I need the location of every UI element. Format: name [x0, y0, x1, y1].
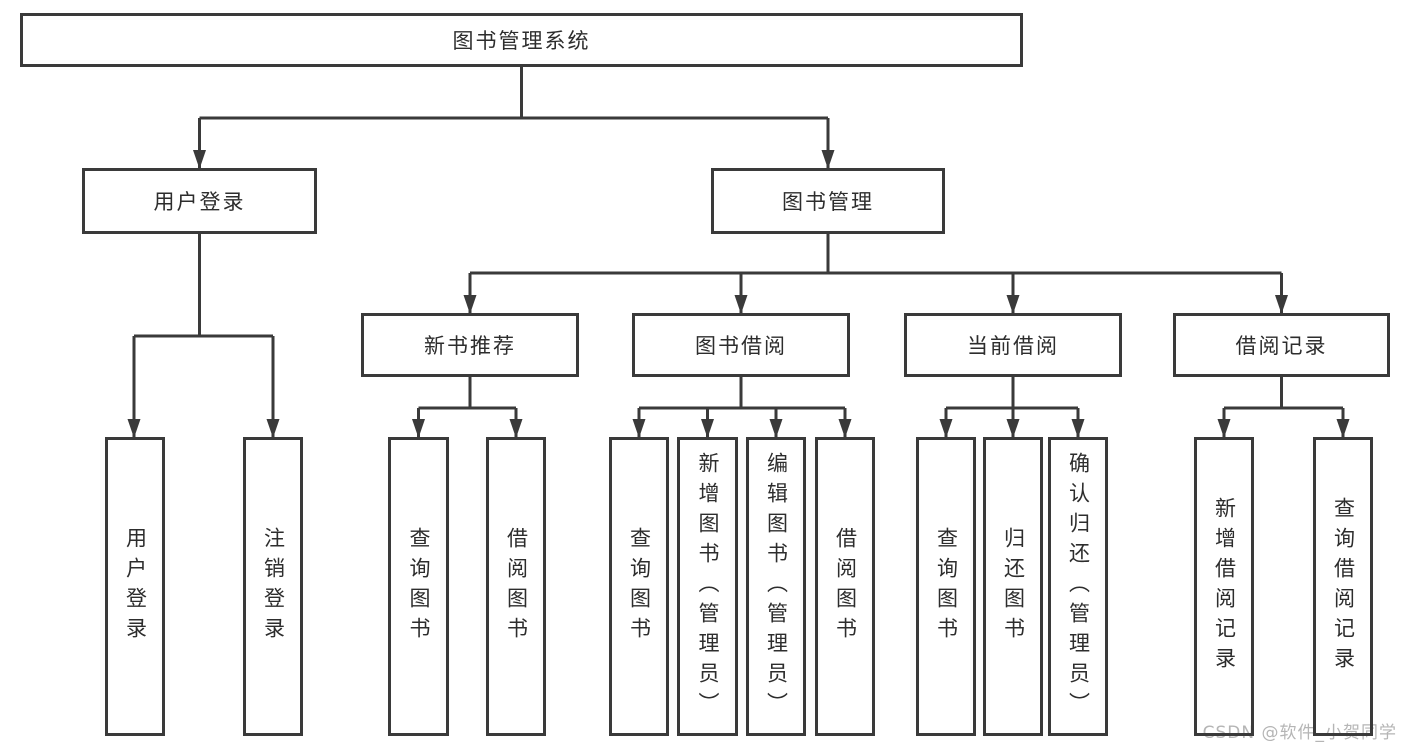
node-user-login: 用户登录	[82, 168, 317, 234]
leaf-recommend-query-books: 查询图书	[388, 437, 449, 736]
leaf-records-query-record: 查询借阅记录	[1313, 437, 1373, 736]
node-book-borrowing: 图书借阅	[632, 313, 850, 377]
leaf-label: 查询图书	[627, 526, 652, 647]
leaf-borrowing-query-books: 查询图书	[609, 437, 669, 736]
leaf-label: 借阅图书	[504, 526, 529, 647]
leaf-label: 用户登录	[123, 526, 148, 647]
leaf-logout: 注销登录	[243, 437, 303, 736]
leaf-label: 查询图书	[934, 526, 959, 647]
node-book-management: 图书管理	[711, 168, 945, 234]
node-label: 新书推荐	[424, 334, 516, 358]
node-label: 图书管理系统	[452, 29, 591, 53]
leaf-label: 新增图书（管理员）	[696, 451, 720, 722]
leaf-label: 查询图书	[407, 526, 431, 647]
node-library-management-system: 图书管理系统	[20, 13, 1023, 67]
leaf-current-return-books: 归还图书	[983, 437, 1043, 736]
leaf-current-query-books: 查询图书	[916, 437, 976, 736]
leaf-borrowing-edit-books-admin: 编辑图书（管理员）	[746, 437, 806, 736]
node-current-borrowing: 当前借阅	[904, 313, 1122, 377]
leaf-label: 借阅图书	[833, 526, 858, 647]
node-new-book-recommend: 新书推荐	[361, 313, 579, 377]
node-label: 图书管理	[782, 190, 874, 214]
node-borrow-records: 借阅记录	[1173, 313, 1390, 377]
node-label: 用户登录	[153, 190, 246, 214]
node-label: 当前借阅	[967, 334, 1059, 358]
leaf-label: 新增借阅记录	[1212, 496, 1237, 677]
leaf-label: 注销登录	[261, 526, 286, 647]
leaf-borrowing-borrow-books: 借阅图书	[815, 437, 875, 736]
leaf-recommend-borrow-books: 借阅图书	[486, 437, 546, 736]
csdn-watermark: CSDN @软件_小贺同学	[1202, 723, 1397, 743]
node-label: 图书借阅	[695, 334, 787, 358]
leaf-label: 编辑图书（管理员）	[764, 451, 789, 722]
leaf-records-add-record: 新增借阅记录	[1194, 437, 1254, 736]
leaf-user-login: 用户登录	[105, 437, 165, 736]
trunk-lines	[134, 67, 1343, 410]
leaf-label: 确认归还（管理员）	[1066, 451, 1091, 722]
leaf-current-confirm-return-admin: 确认归还（管理员）	[1048, 437, 1108, 736]
node-label: 借阅记录	[1235, 334, 1328, 358]
leaf-label: 查询借阅记录	[1331, 496, 1356, 677]
leaf-label: 归还图书	[1001, 526, 1026, 647]
leaf-borrowing-add-books-admin: 新增图书（管理员）	[677, 437, 738, 736]
